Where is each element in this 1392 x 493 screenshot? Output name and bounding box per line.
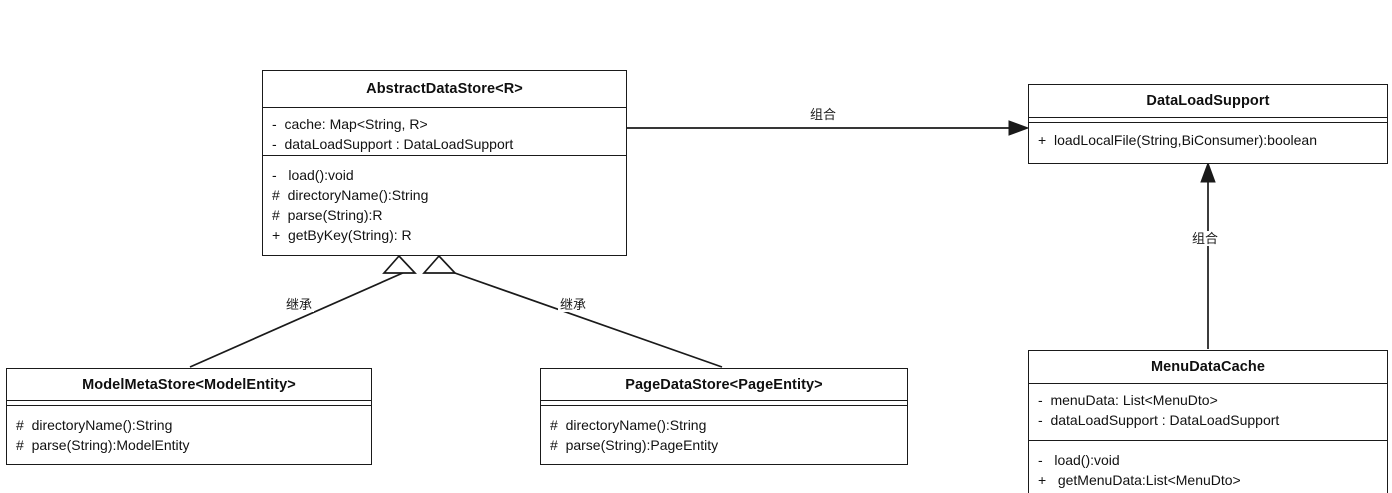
class-methods-page-data-store: # directoryName():String # parse(String)… — [541, 406, 907, 461]
class-box-model-meta-store[interactable]: ModelMetaStore<ModelEntity> # directoryN… — [6, 368, 372, 465]
method-row: + getByKey(String): R — [272, 227, 412, 243]
class-title-menu-data-cache: MenuDataCache — [1029, 351, 1387, 384]
method-row: # directoryName():String — [550, 417, 707, 433]
class-attributes-data-load-support — [1029, 118, 1387, 123]
method-row: + getMenuData:List<MenuDto> — [1038, 472, 1241, 488]
edge-label-composition-abstract: 组合 — [808, 107, 839, 122]
method-row: # directoryName():String — [16, 417, 173, 433]
edge-label-inheritance-modelmetastore: 继承 — [284, 297, 315, 312]
class-title-model-meta-store: ModelMetaStore<ModelEntity> — [7, 369, 371, 401]
class-attributes-menu-data-cache: - menuData: List<MenuDto> - dataLoadSupp… — [1029, 384, 1387, 441]
edge-composition-menudatacache-to-dataloadsupport — [1200, 161, 1216, 349]
method-row: + loadLocalFile(String,BiConsumer):boole… — [1038, 132, 1317, 148]
class-title-abstract-data-store: AbstractDataStore<R> — [263, 71, 626, 108]
edge-label-composition-menudatacache: 组合 — [1190, 231, 1221, 246]
method-row: # parse(String):PageEntity — [550, 437, 719, 453]
method-row: # parse(String):R — [272, 207, 383, 223]
class-methods-model-meta-store: # directoryName():String # parse(String)… — [7, 406, 371, 461]
edge-label-inheritance-pagedatastore: 继承 — [558, 297, 589, 312]
class-methods-abstract-data-store: - load():void # directoryName():String #… — [263, 156, 626, 251]
class-box-data-load-support[interactable]: DataLoadSupport + loadLocalFile(String,B… — [1028, 84, 1388, 164]
attribute-row: - dataLoadSupport : DataLoadSupport — [272, 136, 514, 152]
attribute-row: - dataLoadSupport : DataLoadSupport — [1038, 412, 1280, 428]
method-row: # directoryName():String — [272, 187, 429, 203]
attribute-row: - cache: Map<String, R> — [272, 116, 428, 132]
method-row: - load():void — [1038, 452, 1120, 468]
method-row: - load():void — [272, 167, 354, 183]
class-attributes-page-data-store — [541, 401, 907, 406]
class-methods-menu-data-cache: - load():void + getMenuData:List<MenuDto… — [1029, 441, 1387, 493]
class-title-data-load-support: DataLoadSupport — [1029, 85, 1387, 118]
class-attributes-model-meta-store — [7, 401, 371, 406]
class-methods-data-load-support: + loadLocalFile(String,BiConsumer):boole… — [1029, 123, 1387, 156]
method-row: # parse(String):ModelEntity — [16, 437, 190, 453]
class-attributes-abstract-data-store: - cache: Map<String, R> - dataLoadSuppor… — [263, 108, 626, 156]
class-box-page-data-store[interactable]: PageDataStore<PageEntity> # directoryNam… — [540, 368, 908, 465]
class-box-abstract-data-store[interactable]: AbstractDataStore<R> - cache: Map<String… — [262, 70, 627, 256]
class-title-page-data-store: PageDataStore<PageEntity> — [541, 369, 907, 401]
class-box-menu-data-cache[interactable]: MenuDataCache - menuData: List<MenuDto> … — [1028, 350, 1388, 493]
edge-composition-abstract-to-dataloadsupport — [627, 120, 1030, 136]
attribute-row: - menuData: List<MenuDto> — [1038, 392, 1218, 408]
